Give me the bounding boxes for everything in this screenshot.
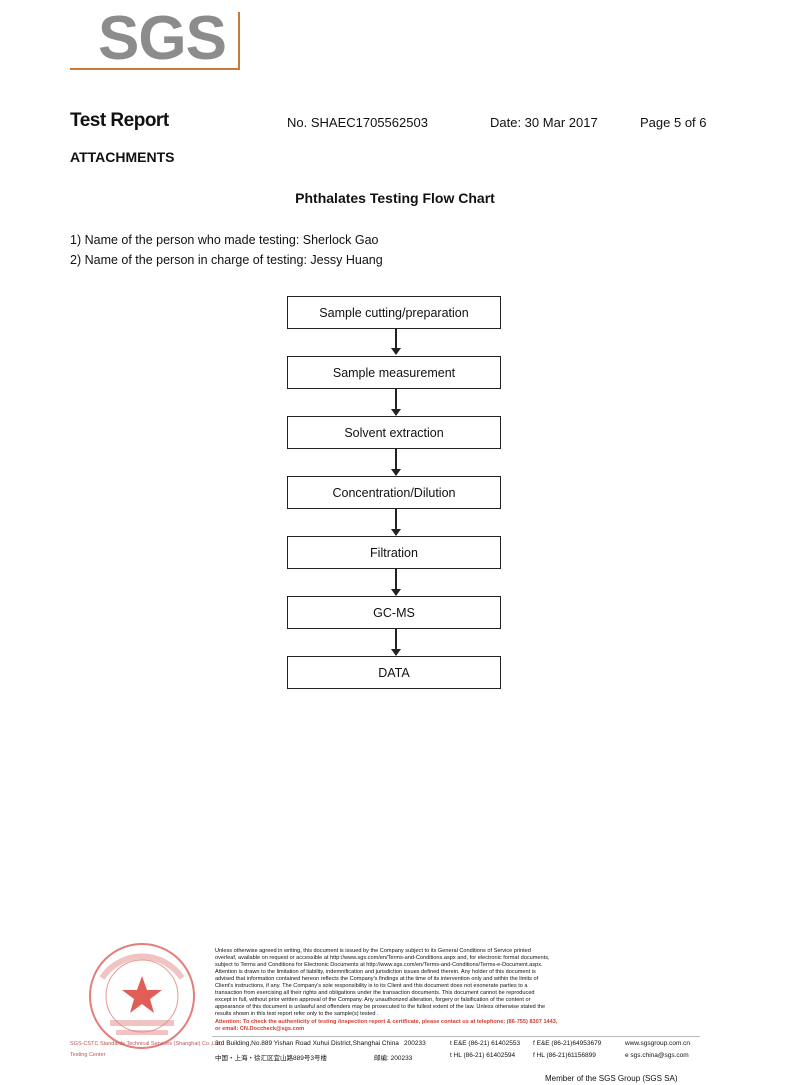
disclaimer-line: subject to Terms and Conditions for Elec…: [215, 962, 543, 968]
section-heading: ATTACHMENTS: [70, 149, 175, 165]
arrow-down-icon: [391, 589, 401, 596]
disclaimer-line: Client's instructions, if any. The Compa…: [215, 983, 528, 989]
disclaimer-line: Unless otherwise agreed in writing, this…: [215, 948, 531, 954]
report-title: Test Report: [70, 110, 169, 131]
member-text: Member of the SGS Group (SGS SA): [545, 1074, 678, 1083]
tel-en: t E&E (86-21) 61402553: [450, 1040, 521, 1047]
flow-chart-title: Phthalates Testing Flow Chart: [295, 190, 495, 206]
flow-connector: [395, 569, 397, 589]
fax-en: f E&E (86-21)64953679: [533, 1040, 602, 1047]
person-testing: 1) Name of the person who made testing: …: [70, 233, 379, 247]
flow-step-sample-measurement: Sample measurement: [287, 356, 501, 389]
footer-divider: [212, 1036, 700, 1037]
arrow-down-icon: [391, 649, 401, 656]
email-link[interactable]: e sgs.china@sgs.com: [625, 1052, 689, 1059]
flow-connector: [395, 509, 397, 529]
arrow-down-icon: [391, 348, 401, 355]
flow-connector: [395, 449, 397, 469]
report-number: No. SHAEC1705562503: [287, 115, 428, 130]
flow-connector: [395, 629, 397, 649]
flow-step-gc-ms: GC-MS: [287, 596, 501, 629]
flow-step-filtration: Filtration: [287, 536, 501, 569]
address-en: 3rd Building,No.889 Yishan Road Xuhui Di…: [215, 1040, 399, 1047]
disclaimer-line: advised that information contained hereo…: [215, 976, 539, 982]
page-indicator: Page 5 of 6: [640, 115, 707, 130]
attention-email: or email: CN.Doccheck@sgs.com: [215, 1026, 305, 1032]
company-seal-icon: [89, 943, 195, 1049]
disclaimer-line: transaction from exercising all their ri…: [215, 990, 535, 996]
flow-step-concentration: Concentration/Dilution: [287, 476, 501, 509]
flow-step-data: DATA: [287, 656, 501, 689]
flow-step-sample-cutting: Sample cutting/preparation: [287, 296, 501, 329]
seal-side-text: SGS-CSTC Standards Technical Services (S…: [70, 1041, 222, 1047]
flow-step-solvent-extraction: Solvent extraction: [287, 416, 501, 449]
person-in-charge: 2) Name of the person in charge of testi…: [70, 253, 383, 267]
postcode-en: 200233: [404, 1040, 426, 1047]
arrow-down-icon: [391, 409, 401, 416]
flow-connector: [395, 389, 397, 409]
flow-connector: [395, 329, 397, 348]
tel-cn: t HL (86-21) 61402594: [450, 1052, 516, 1059]
fax-cn: f HL (86-21)61156899: [533, 1052, 596, 1059]
website-link[interactable]: www.sgsgroup.com.cn: [625, 1040, 691, 1047]
disclaimer-line: Attention is drawn to the limitation of …: [215, 969, 536, 975]
report-date: Date: 30 Mar 2017: [490, 115, 598, 130]
disclaimer-line: overleaf, available on request or access…: [215, 955, 550, 961]
address-cn: 中国・上海・徐汇区宜山路889号3号楼: [215, 1055, 327, 1062]
sgs-logo: SGS: [98, 4, 227, 73]
arrow-down-icon: [391, 469, 401, 476]
disclaimer-line: except in full, without prior written ap…: [215, 997, 531, 1003]
attention-line: Attention: To check the authenticity of …: [215, 1019, 558, 1025]
disclaimer-line: appearance of this document is unlawful …: [215, 1004, 546, 1010]
logo-rule-horizontal: [70, 68, 238, 70]
arrow-down-icon: [391, 529, 401, 536]
logo-rule-vertical: [238, 12, 240, 70]
postcode-cn: 邮编: 200233: [374, 1055, 413, 1062]
disclaimer-line: results shown in this test report refer …: [215, 1011, 379, 1017]
seal-side-text-2: Testing Center: [70, 1052, 106, 1058]
